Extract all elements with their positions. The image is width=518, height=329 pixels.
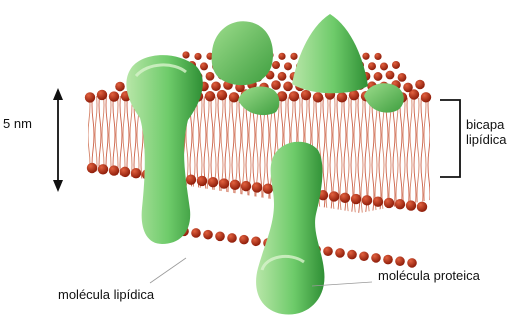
lipid-head — [239, 235, 249, 245]
lipid-head — [278, 72, 287, 81]
lipid-head — [131, 168, 141, 178]
lipid-head — [271, 80, 281, 90]
lipid-head — [335, 248, 345, 258]
lipid-head — [359, 251, 369, 261]
lipid-head — [313, 92, 323, 102]
lipid-head — [371, 253, 381, 263]
protein-top-right — [292, 14, 368, 93]
lipid-head — [417, 202, 427, 212]
lipid-head — [323, 246, 333, 256]
lipid-head — [97, 90, 107, 100]
lipid-molecule-label: molécula lipídica — [58, 287, 154, 302]
lipid-head — [215, 232, 225, 242]
lipid-head — [362, 53, 369, 60]
lipid-head — [398, 73, 407, 82]
protein-molecule-label: molécula proteica — [378, 268, 480, 283]
lipid-head — [87, 163, 97, 173]
lipid-head — [340, 193, 350, 203]
lipid-head — [395, 256, 405, 266]
lipid-head — [351, 194, 361, 204]
lipid-head — [252, 182, 262, 192]
lipid-head — [278, 53, 285, 60]
lipid-head — [182, 51, 189, 58]
protein-top-center — [212, 21, 273, 85]
lipid-head — [383, 255, 393, 265]
lipid-head — [406, 200, 416, 210]
lipid-head — [85, 92, 95, 102]
lipid-head — [386, 71, 395, 80]
thickness-arrow — [53, 88, 63, 192]
lipid-head — [203, 230, 213, 240]
lipid-head — [263, 184, 273, 194]
lipid-head — [384, 198, 394, 208]
lipid-head — [194, 53, 201, 60]
lipid-head — [251, 236, 261, 246]
lipid-head — [191, 228, 201, 238]
lipid-head — [211, 81, 221, 91]
lipid-head — [283, 82, 293, 92]
lipid-head — [241, 181, 251, 191]
lipid-head — [392, 61, 400, 69]
lipid-head — [368, 62, 376, 70]
lipid-head — [217, 90, 227, 100]
lipid-head — [373, 196, 383, 206]
lipid-head — [415, 80, 425, 90]
lipid-head — [395, 199, 405, 209]
lipid-head — [208, 177, 218, 187]
lipid-head — [120, 167, 130, 177]
lipid-head — [337, 92, 347, 102]
lipid-head — [329, 191, 339, 201]
lipid-head — [403, 83, 413, 93]
lipid-head — [205, 91, 215, 101]
lipid-head — [289, 91, 299, 101]
lipid-head — [115, 82, 125, 92]
lipid-head — [197, 176, 207, 186]
lipid-head — [347, 250, 357, 260]
bilayer-label: bicapa lipídica — [466, 117, 518, 147]
lipid-head — [374, 72, 383, 81]
lipid-head — [206, 72, 215, 81]
lipid-head — [109, 91, 119, 101]
bilayer-bracket — [440, 100, 460, 177]
lipid-head — [98, 164, 108, 174]
lipid-head — [362, 195, 372, 205]
lipid-pointer-line — [150, 258, 186, 283]
lipid-head — [186, 174, 196, 184]
lipid-head — [230, 180, 240, 190]
lipid-head — [229, 92, 239, 102]
lipid-head — [272, 61, 280, 69]
lipid-head — [380, 62, 388, 70]
lipid-head — [219, 178, 229, 188]
lipid-head — [407, 258, 417, 268]
thickness-label: 5 nm — [3, 116, 32, 131]
lipid-head — [421, 92, 431, 102]
lipid-head — [109, 165, 119, 175]
lipid-head — [301, 90, 311, 100]
lipid-head — [227, 233, 237, 243]
lipid-head — [374, 53, 381, 60]
lipid-head — [284, 62, 292, 70]
lipid-head — [200, 62, 208, 70]
lipid-head — [290, 53, 297, 60]
